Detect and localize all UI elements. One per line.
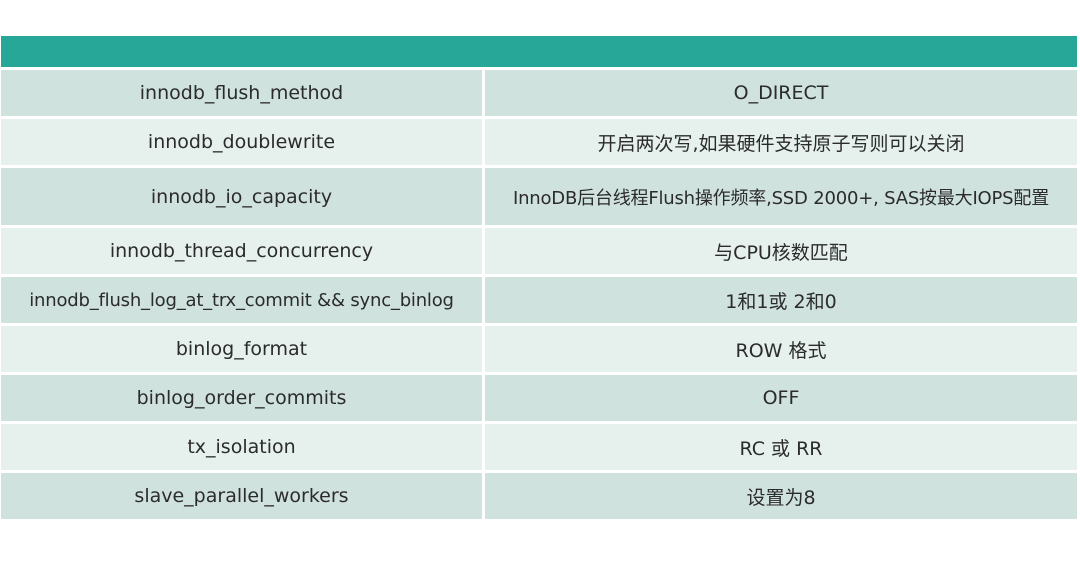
value-cell: OFF <box>485 375 1077 424</box>
param-cell: slave_parallel_workers <box>1 473 485 522</box>
value-cell: RC 或 RR <box>485 424 1077 473</box>
config-table: innodb_flush_method O_DIRECT innodb_doub… <box>1 36 1077 522</box>
header-cell-value <box>485 36 1077 70</box>
param-cell: binlog_order_commits <box>1 375 485 424</box>
value-cell: O_DIRECT <box>485 70 1077 119</box>
table-row: binlog_format ROW 格式 <box>1 326 1077 375</box>
header-cell-param <box>1 36 485 70</box>
table-row: tx_isolation RC 或 RR <box>1 424 1077 473</box>
value-cell: 1和1或 2和0 <box>485 277 1077 326</box>
param-cell: tx_isolation <box>1 424 485 473</box>
table-row: binlog_order_commits OFF <box>1 375 1077 424</box>
value-cell: InnoDB后台线程Flush操作频率,SSD 2000+, SAS按最大IOP… <box>485 168 1077 228</box>
param-cell: innodb_doublewrite <box>1 119 485 168</box>
table-row: slave_parallel_workers 设置为8 <box>1 473 1077 522</box>
value-cell: 设置为8 <box>485 473 1077 522</box>
table-header-row <box>1 36 1077 70</box>
table-row: innodb_io_capacity InnoDB后台线程Flush操作频率,S… <box>1 168 1077 228</box>
table-row: innodb_flush_method O_DIRECT <box>1 70 1077 119</box>
table-row: innodb_doublewrite 开启两次写,如果硬件支持原子写则可以关闭 <box>1 119 1077 168</box>
param-cell: innodb_io_capacity <box>1 168 485 228</box>
value-cell: 开启两次写,如果硬件支持原子写则可以关闭 <box>485 119 1077 168</box>
value-cell: 与CPU核数匹配 <box>485 228 1077 277</box>
param-cell: innodb_thread_concurrency <box>1 228 485 277</box>
table-row: innodb_thread_concurrency 与CPU核数匹配 <box>1 228 1077 277</box>
param-cell: innodb_flush_log_at_trx_commit && sync_b… <box>1 277 485 326</box>
param-cell: innodb_flush_method <box>1 70 485 119</box>
param-cell: binlog_format <box>1 326 485 375</box>
table-row: innodb_flush_log_at_trx_commit && sync_b… <box>1 277 1077 326</box>
value-cell: ROW 格式 <box>485 326 1077 375</box>
